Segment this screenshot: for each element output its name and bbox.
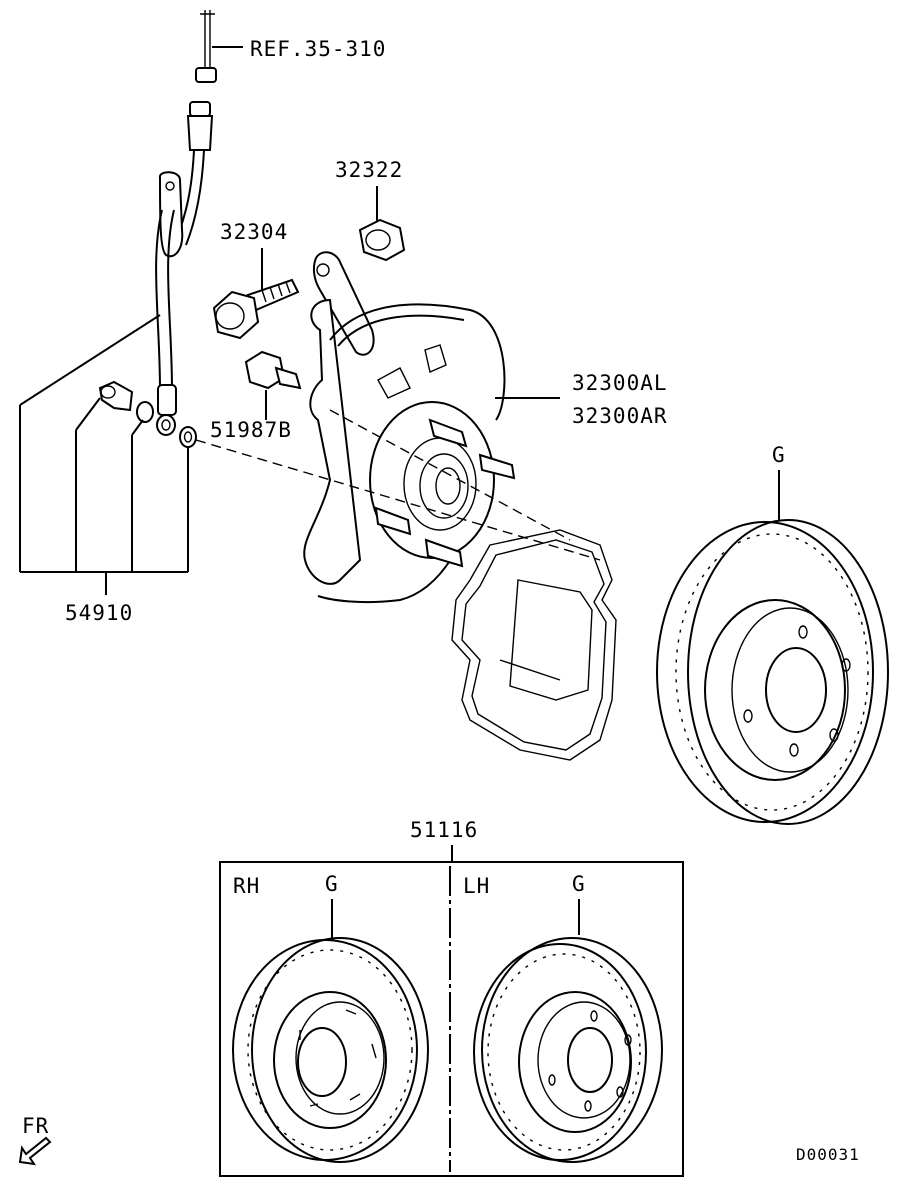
document-code: D00031 — [796, 1145, 860, 1164]
washer-1 — [136, 401, 154, 423]
part-54910-label: 54910 — [65, 601, 133, 625]
hub-assembly — [369, 401, 516, 568]
part-32300ar-label: 32300AR — [572, 404, 668, 428]
brake-disc-lh — [473, 937, 663, 1163]
nut-32322 — [358, 218, 406, 262]
brake-disc-main — [656, 519, 889, 825]
part-51116-label: 51116 — [410, 818, 478, 842]
rh-label: RH — [233, 874, 260, 898]
brake-hose — [155, 10, 217, 436]
lh-label: LH — [463, 874, 490, 898]
part-32322-label: 32322 — [335, 158, 403, 182]
bolt-51987b — [244, 350, 302, 390]
g-lh-label: G — [572, 872, 586, 896]
callout-54910 — [19, 314, 189, 595]
washer-2 — [179, 426, 197, 448]
ref-label: REF.35-310 — [250, 37, 386, 61]
part-32304-label: 32304 — [220, 220, 288, 244]
disc-variant-box — [219, 861, 684, 1177]
g-main-label: G — [772, 443, 786, 467]
g-rh-label: G — [325, 872, 339, 896]
steering-knuckle — [303, 251, 375, 585]
part-32300al-label: 32300AL — [572, 371, 668, 395]
brake-disc-rh — [232, 937, 429, 1163]
fr-label: FR — [22, 1114, 49, 1138]
bolt-32304 — [212, 278, 300, 340]
banjo-bolt — [98, 380, 134, 412]
part-51987b-label: 51987B — [210, 418, 292, 442]
caliper-outline — [451, 529, 617, 761]
front-arrow-icon — [18, 1136, 52, 1166]
